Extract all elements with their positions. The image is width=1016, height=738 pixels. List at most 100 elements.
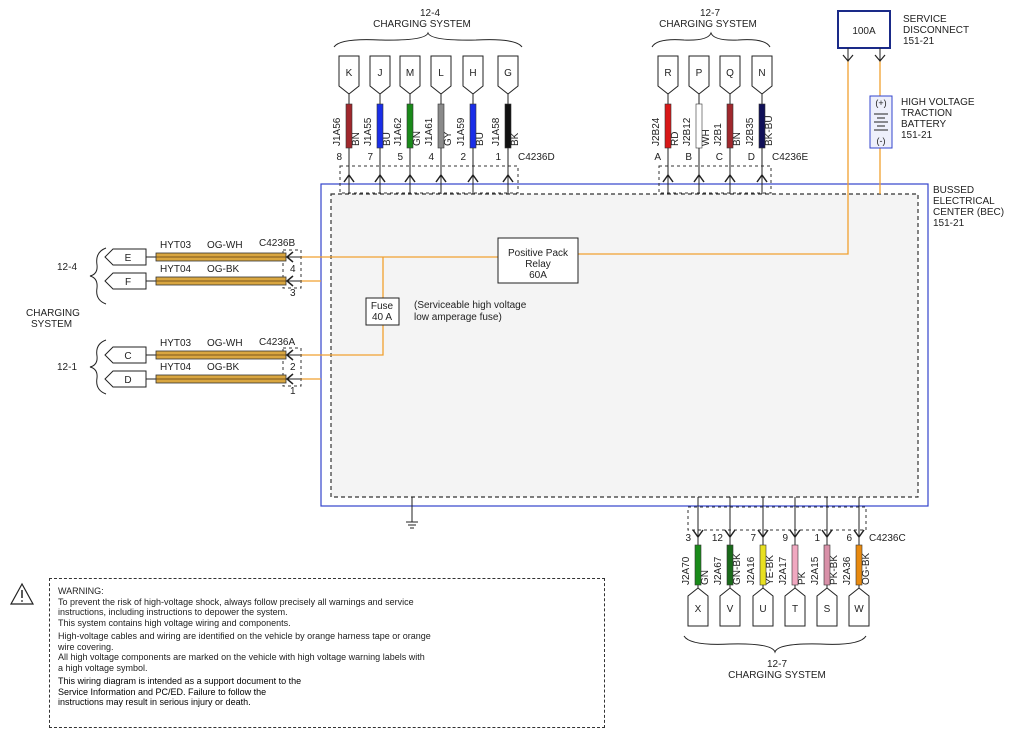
connector-e-pin-q-terminal [719,55,741,95]
connector-c-pin-v-terminal [719,587,741,627]
bec-label1: BUSSED [933,185,974,196]
connector-c-pin-s-terminal-letter: S [824,604,831,615]
connector-b-pin-e-circuit: HYT03 [160,240,192,251]
connector-c-box [687,506,867,531]
battery-ref: 151-21 [901,130,933,141]
connector-e-pin-n-terminal [751,55,773,95]
connector-d-pin-j-pin-number: 7 [367,152,373,163]
svg-text:Fuse: Fuse [371,301,394,312]
top-right-group-number: 12-7 [700,8,720,19]
connector-e-pin-p-arrow-icon [693,173,705,183]
connector-e-pin-p-color-code: WH [701,129,712,146]
connector-c-pin-u-terminal [752,587,774,627]
connector-e-pin-n: N J2B35 BK-BU D [745,55,775,194]
connector-c-pin-t-terminal-letter: T [792,604,798,615]
connector-d-pin-m-arrow-icon [404,173,416,183]
connector-d-pin-h-color-code: BU [475,132,486,146]
warning-triangle-icon [9,582,35,605]
connector-e-pin-r-terminal [657,55,679,95]
connector-d-box [339,165,519,194]
traction-battery: (+) (-) [869,95,893,149]
connector-d-pin-g-arrow-icon [502,173,514,183]
svg-text:Positive Pack: Positive Pack [508,248,569,259]
left-group-title-2: SYSTEM [31,319,72,330]
connector-c-pin-x-arrow-icon [692,529,704,539]
connector-d-pin-m-terminal-letter: M [406,68,414,79]
connector-c-pin-v-arrow-icon [724,529,736,539]
connector-b-pin-f-arrow-icon [285,275,294,287]
connector-c-pin-w-terminal [848,587,870,627]
connector-c-pin-w-color-code: OG-BK [861,552,872,585]
svg-text:(+): (+) [875,98,886,108]
bottom-brace [683,635,867,654]
connector-d-pin-m-circuit: J1A62 [393,117,404,146]
connector-d-pin-l-terminal-letter: L [438,68,444,79]
connector-d-pin-g-pin-number: 1 [495,152,501,163]
connector-c-pin-w-arrow-icon [853,529,865,539]
svg-text:40 A: 40 A [372,312,392,323]
connector-d-pin-k-color-code: BN [351,132,362,146]
connector-c-pin-t-color-code: PK [797,571,808,585]
connector-d-pin-h-circuit: J1A59 [456,117,467,146]
connector-a-name: C4236A [259,337,295,348]
connector-e-pin-n-terminal-letter: N [758,68,765,79]
connector-d-pin-g-color-code: BK [510,132,521,146]
top-left-group-number: 12-4 [420,8,440,19]
svg-text:Relay: Relay [525,259,551,270]
connector-c-pin-w-pin-number: 6 [846,533,852,544]
warning-para2: High-voltage cables and wiring are ident… [58,631,431,673]
connector-a-pin-c-color-code: OG-WH [207,338,243,349]
connector-d-pin-g-terminal [497,55,519,95]
connector-e-pin-r-color-code: RD [670,132,681,146]
connector-d-name: C4236D [518,152,555,163]
top-left-brace [333,31,523,48]
connector-c-pin-x-terminal-letter: X [695,604,702,615]
left-upper-brace [89,247,107,305]
connector-b-name: C4236B [259,238,295,249]
connector-e-pin-n-pin-number: D [748,152,755,163]
connector-a-pin-d-circuit: HYT04 [160,362,192,373]
service-disconnect: 100A [837,10,891,62]
connector-e-pin-r-arrow-icon [662,173,674,183]
connector-a-pin-d-terminal-letter: D [124,375,131,386]
connector-e-pin-p-circuit: J2B12 [682,117,693,146]
connector-d-pin-l-arrow-icon [435,173,447,183]
connector-b-pin-f-terminal-letter: F [125,277,131,288]
battery-label1: HIGH VOLTAGE [901,97,975,108]
connector-b-pin-e-color-code: OG-WH [207,240,243,251]
left-lower-number: 12-1 [57,362,77,373]
left-group-title-1: CHARGING [26,308,80,319]
connector-d-pin-m-terminal [399,55,421,95]
internal-hv-wiring [300,60,881,380]
connector-e-pin-n-circuit: J2B35 [745,117,756,146]
connector-e-pin-p-pin-number: B [685,152,692,163]
connector-c-pin-t-pin-number: 9 [782,533,788,544]
positive-pack-relay: Positive Pack Relay 60A [497,237,579,284]
bottom-group-number: 12-7 [767,659,787,670]
battery-label2: TRACTION [901,108,952,119]
top-right-brace [651,31,771,48]
connector-d-pin-j-terminal-letter: J [378,68,383,79]
connector-c-name: C4236C [869,533,906,544]
bottom-group-title: CHARGING SYSTEM [728,670,826,681]
connector-d-pin-k-terminal-letter: K [346,68,353,79]
connector-b-pin-e-terminal-letter: E [125,253,132,264]
connector-a-pin-c-circuit: HYT03 [160,338,192,349]
connector-e-pin-r-terminal-letter: R [664,68,671,79]
connector-e-pin-n-color-code: BK-BU [764,115,775,146]
connector-d-pin-h-pin-number: 2 [460,152,466,163]
connector-a-pin-d-color-code: OG-BK [207,362,240,373]
warning-title: WARNING: [58,586,104,596]
service-disconnect-ref: 151-21 [903,36,935,47]
connector-c-pin-s-terminal [816,587,838,627]
connector-c-pin-u-terminal-letter: U [759,604,766,615]
connector-a-pin-c-arrow-icon [285,349,294,361]
